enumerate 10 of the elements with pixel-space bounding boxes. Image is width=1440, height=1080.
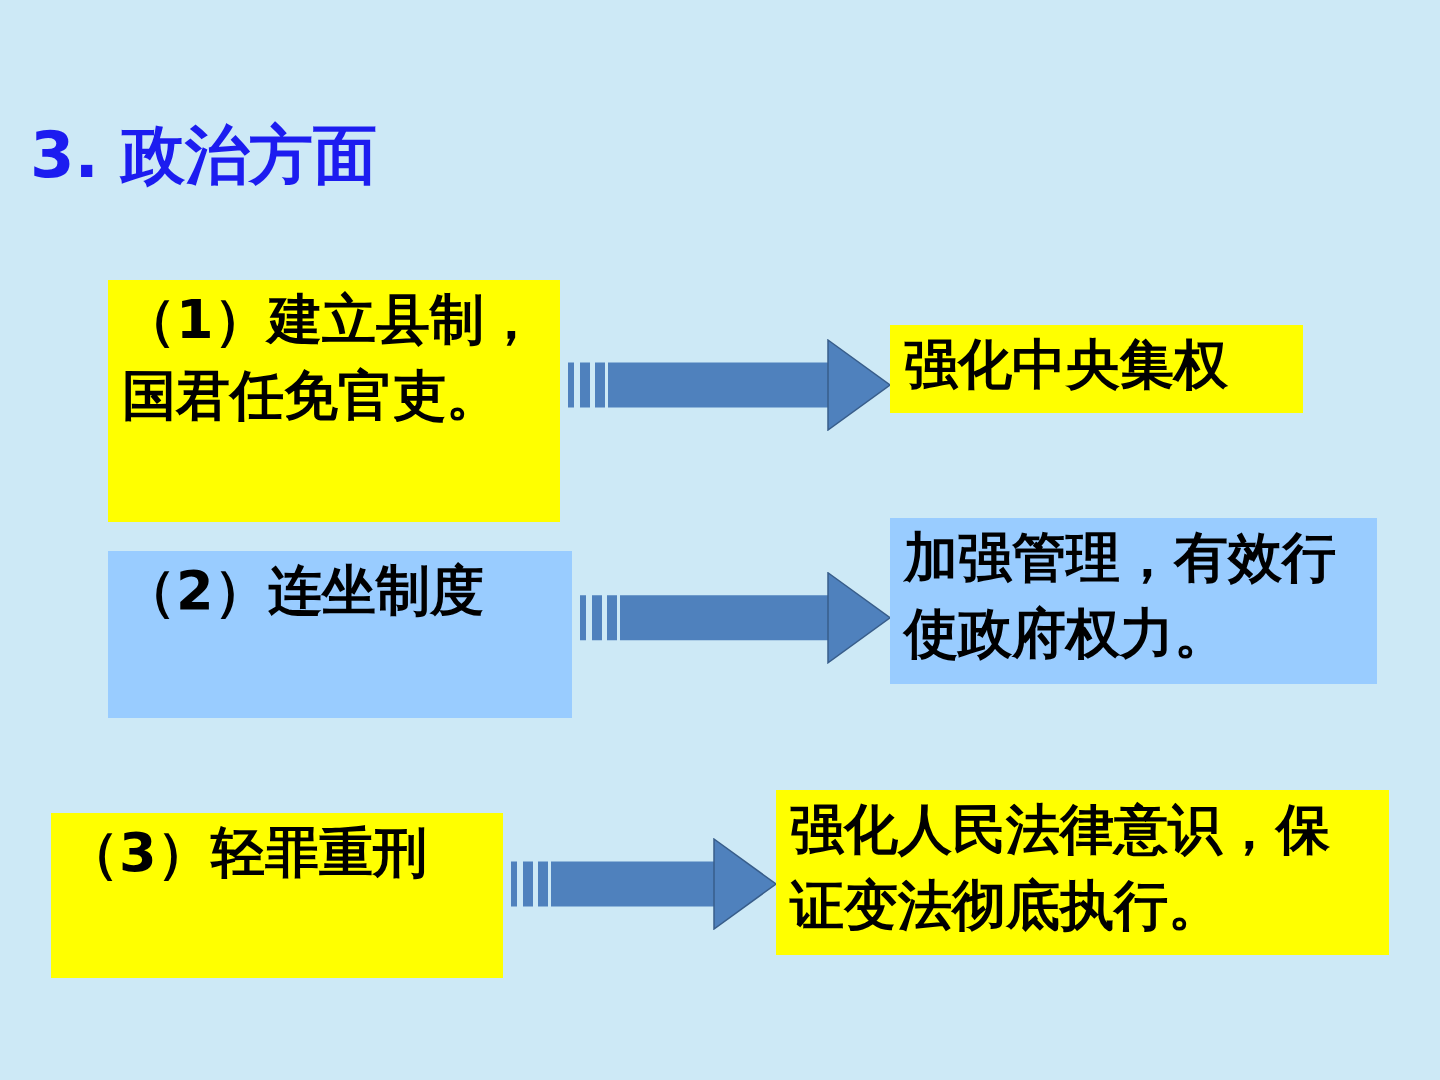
text-box: 加强管理，有效行使政府权力。: [890, 518, 1377, 684]
highlight-box: （1）建立县制，国君任免官吏。: [108, 280, 560, 522]
title: 3. 政治方面: [30, 117, 378, 194]
text-box: （2）连坐制度: [108, 551, 572, 718]
highlight-box: 强化人民法律意识，保证变法彻底执行。: [776, 790, 1389, 955]
block-arrow: [511, 838, 777, 930]
highlight-box: 强化中央集权: [890, 325, 1303, 413]
highlight-box: （3）轻罪重刑: [51, 813, 503, 978]
block-arrow: [568, 339, 891, 431]
block-arrow: [580, 572, 891, 664]
